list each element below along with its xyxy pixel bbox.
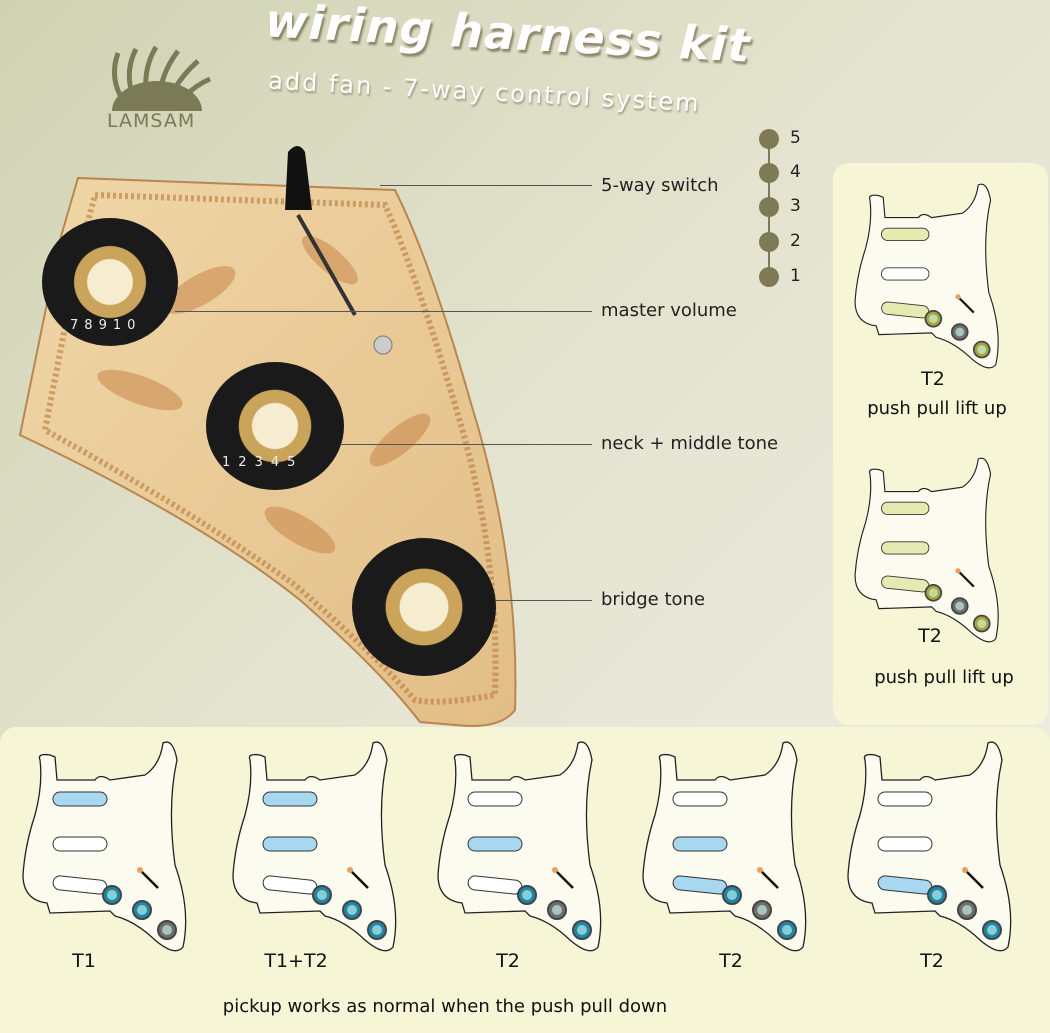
switch-position-dot xyxy=(759,163,779,183)
pickup-middle xyxy=(672,836,728,852)
pickup-middle xyxy=(877,836,933,852)
knob-scale: 78910 xyxy=(70,318,142,333)
pickup-middle xyxy=(880,541,930,555)
leader-line xyxy=(380,185,592,186)
pickup-middle xyxy=(467,836,523,852)
knob-scale: 12345 xyxy=(222,455,304,470)
pickup-neck xyxy=(672,791,728,807)
switch-tip-icon xyxy=(285,146,312,210)
pickguard-diagram xyxy=(642,741,807,952)
leader-line xyxy=(175,311,592,312)
page-subtitle: add fan - 7-way control system xyxy=(267,66,702,118)
pickup-neck xyxy=(52,791,108,807)
knob-neck-middle-tone[interactable] xyxy=(206,362,344,490)
callout-neck-middle-tone: neck + middle tone xyxy=(601,433,779,454)
pickup-middle xyxy=(880,267,930,281)
lamsam-logo-icon xyxy=(112,45,212,111)
bottom-caption: pickup works as normal when the push pul… xyxy=(222,996,668,1017)
diagram-label: T1 xyxy=(72,950,96,972)
diagram-label: T2 xyxy=(918,625,942,647)
pickup-neck xyxy=(262,791,318,807)
leader-line xyxy=(495,600,592,601)
switch-position-dot xyxy=(759,129,779,149)
diagram-caption: push pull lift up xyxy=(867,398,1007,419)
pickguard-diagram xyxy=(22,741,187,952)
pickguard-diagram xyxy=(854,183,999,369)
diagram-label: T2 xyxy=(719,950,743,972)
diagram-label: T2 xyxy=(921,368,945,390)
callout-switch: 5-way switch xyxy=(601,175,719,196)
page-title: wiring harness kit xyxy=(263,0,753,73)
pickup-neck xyxy=(467,791,523,807)
switch-position-label: 1 xyxy=(790,266,801,286)
pickup-middle xyxy=(52,836,108,852)
brand-logo-text: LAMSAM xyxy=(107,110,196,132)
diagram-label: T2 xyxy=(920,950,944,972)
knob-master-volume[interactable] xyxy=(42,218,178,346)
switch-position-dot xyxy=(759,267,779,287)
leader-line xyxy=(340,444,592,445)
pickup-neck xyxy=(880,501,930,515)
diagram-caption: push pull lift up xyxy=(874,667,1014,688)
pickguard-diagram xyxy=(854,457,999,643)
diagram-label: T2 xyxy=(496,950,520,972)
pickup-neck xyxy=(877,791,933,807)
switch-position-label: 4 xyxy=(790,162,801,182)
pickguard-diagram xyxy=(847,741,1012,952)
switch-position-label: 5 xyxy=(790,128,801,148)
switch-position-dot xyxy=(759,197,779,217)
callout-volume: master volume xyxy=(601,300,737,321)
switch-position-label: 2 xyxy=(790,231,801,251)
diagram-label: T1+T2 xyxy=(264,950,328,972)
switch-position-label: 3 xyxy=(790,196,801,216)
pickup-neck xyxy=(880,227,930,241)
pickguard-diagram xyxy=(232,741,397,952)
switch-position-dot xyxy=(759,232,779,252)
pickup-middle xyxy=(262,836,318,852)
pickguard-diagram xyxy=(437,741,602,952)
knob-bridge-tone[interactable] xyxy=(352,538,496,676)
callout-bridge-tone: bridge tone xyxy=(601,589,706,610)
